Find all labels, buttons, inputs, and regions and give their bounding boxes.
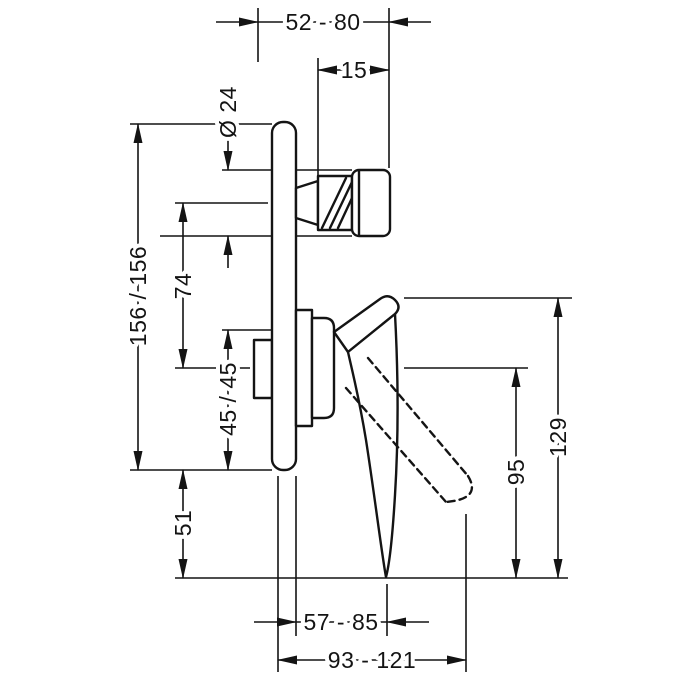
dim-spout-to-lever [175, 202, 268, 369]
dim-plate-span [130, 123, 272, 471]
dim-label-below-plate: 51 [170, 510, 196, 537]
lever-blade [346, 312, 399, 579]
dim-label-lever-drop: 95 [503, 459, 529, 486]
mixer-body [252, 120, 474, 579]
lever-handle [294, 295, 400, 579]
wall-plate [270, 120, 298, 472]
lever-handle-swivel-range [344, 356, 474, 504]
dim-label-lever-overall: 129 [545, 417, 571, 457]
hatch-line [336, 196, 354, 230]
lever-grip [332, 295, 400, 354]
dim-label-bottom-depth-range: 57 - 85 [303, 609, 378, 635]
dim-front-offset [317, 58, 390, 176]
dim-label-top-depth-range: 52 - 80 [285, 9, 360, 35]
spout-connector [294, 168, 392, 238]
dim-below-plate [175, 469, 568, 579]
dim-bottom-depth-range [254, 476, 429, 636]
dim-label-bottom-reach-range: 93 - 121 [328, 647, 416, 673]
dim-lever-drop [404, 367, 528, 579]
dim-label-lever-axis-offsets: 45 / 45 [215, 362, 241, 436]
dim-label-plate-span: 156 / 156 [125, 246, 151, 346]
dim-bottom-reach-range [277, 476, 467, 672]
dim-lever-overall [404, 297, 572, 579]
valve-body [252, 338, 274, 400]
dim-label-spout-to-lever: 74 [170, 273, 196, 300]
hatch-line [320, 176, 348, 230]
hatch-line [328, 180, 354, 230]
dim-top-depth-range [216, 8, 431, 168]
dim-label-spout-diameter: Ø 24 [215, 86, 241, 138]
dim-label-front-offset: 15 [341, 57, 368, 83]
